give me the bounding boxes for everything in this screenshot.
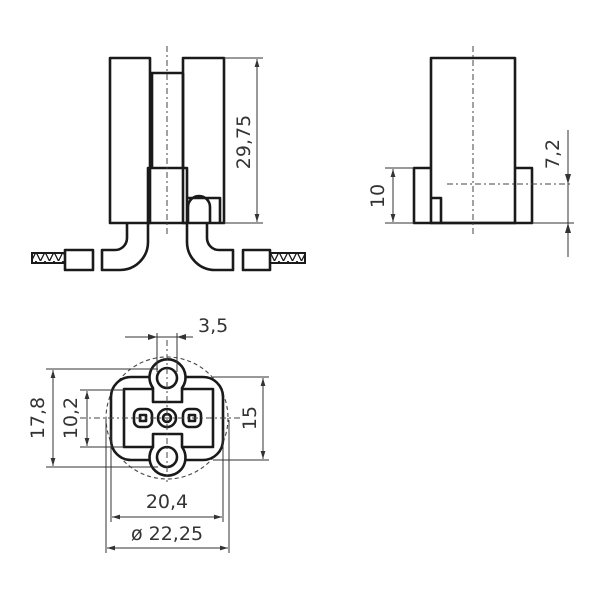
extension-lines [385, 167, 574, 224]
dim-arrows [148, 334, 186, 340]
dim-body-width-label: 20,4 [146, 491, 188, 513]
extension-lines-15 [213, 376, 269, 461]
left-housing-block [108, 56, 152, 225]
dim-height-label: 29,75 [233, 115, 255, 169]
dim-inner-label: 10,2 [60, 397, 82, 439]
center-slot [150, 71, 185, 168]
side-view: 10 7,2 [367, 46, 574, 257]
dim-body-height-label: 15 [239, 406, 261, 430]
front-view: 29,75 [31, 46, 306, 272]
bottom-view: 3,5 17,8 10,2 15 20,4 ø 22,25 [27, 315, 269, 553]
lead-notch [186, 194, 222, 223]
extension-lines-20-4 [110, 430, 224, 522]
right-terminal [241, 248, 272, 272]
left-wire [31, 252, 66, 264]
right-lead [185, 223, 235, 272]
dim-diameter-label: ø 22,25 [131, 523, 203, 545]
extension-lines-10-2 [80, 389, 124, 448]
extension-lines [224, 57, 263, 224]
left-lead [100, 223, 150, 272]
dim-lug-span-label: 17,8 [27, 397, 49, 439]
top-lug [148, 358, 187, 404]
dim-offset-label: 7,2 [542, 139, 564, 169]
extension-lines-22-25 [105, 420, 230, 553]
outline-circle [105, 356, 229, 480]
left-terminal [63, 248, 95, 272]
extension-lines-17-8 [46, 368, 158, 468]
right-wire [269, 252, 306, 264]
dim-pin-spacing-label: 3,5 [198, 315, 228, 337]
dim-flange-label: 10 [367, 184, 389, 208]
